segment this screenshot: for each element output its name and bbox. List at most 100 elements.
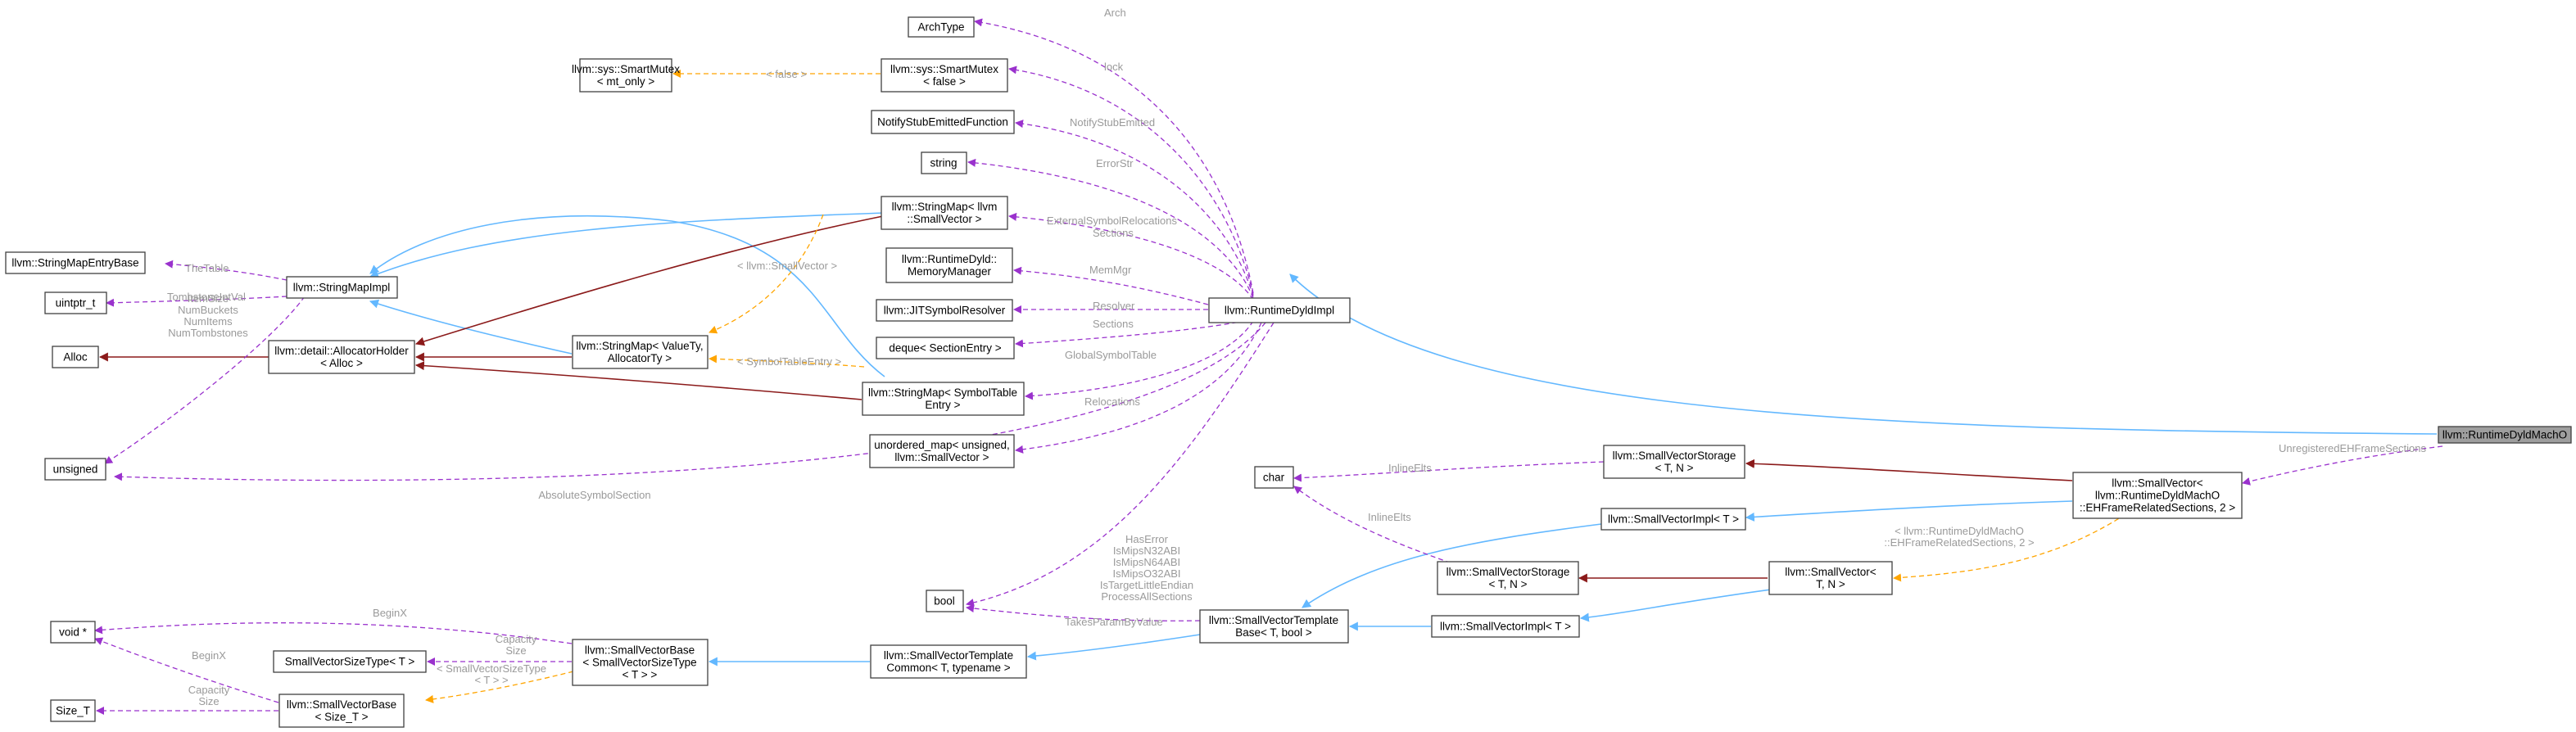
node-smallvectorimpl-mid[interactable]: llvm::SmallVectorImpl< T >	[1431, 615, 1580, 638]
text-line: UnregisteredEHFrameSections	[2279, 442, 2426, 454]
node-label: llvm::StringMap< llvm::SmallVector >	[892, 201, 998, 225]
edge-inherit-smvsmallvec-impl	[369, 212, 885, 278]
text-line: llvm::SmallVectorBase	[287, 698, 396, 711]
edge-inherit-eh-svimpltop	[1745, 500, 2073, 522]
node-jitsymbolresolver[interactable]: llvm::JITSymbolResolver	[876, 299, 1013, 322]
edge-use-haserror	[966, 322, 1274, 607]
node-smartmutex-false[interactable]: llvm::sys::SmartMutex< false >	[881, 58, 1008, 93]
node-char[interactable]: char	[1254, 466, 1294, 489]
text-line: BeginX	[192, 649, 226, 662]
node-smallvectorstorage-mid[interactable]: llvm::SmallVectorStorage< T, N >	[1437, 561, 1579, 595]
text-line: deque< SectionEntry >	[889, 342, 1001, 355]
node-smallvectorbase-sizet[interactable]: llvm::SmallVectorBase< Size_T >	[278, 694, 405, 728]
text-line: < T > >	[622, 669, 658, 681]
node-bool[interactable]: bool	[926, 590, 964, 612]
node-deque-sectionentry[interactable]: deque< SectionEntry >	[876, 337, 1015, 359]
text-line: BeginX	[373, 607, 407, 619]
node-unsigned[interactable]: unsigned	[44, 458, 106, 481]
edge-label-abssym: AbsoluteSymbolSection	[538, 489, 650, 501]
text-line: < T > >	[474, 674, 508, 686]
node-label: llvm::sys::SmartMutex< false >	[890, 63, 998, 88]
text-line: llvm::SmallVectorTemplate	[884, 649, 1013, 662]
edge-label-takesparam: TakesParamByValue	[1065, 616, 1163, 628]
edge-label-tplarg-eh: < llvm::RuntimeDyldMachO::EHFrameRelated…	[1884, 525, 2034, 549]
text-line: < SmallVectorSizeType	[582, 657, 696, 669]
node-smallvectorstorage-top[interactable]: llvm::SmallVectorStorage< T, N >	[1603, 445, 1745, 479]
text-line: Sections	[1093, 227, 1134, 239]
edge-use-errorstr	[967, 158, 1254, 299]
node-stringmap-smallvector[interactable]: llvm::StringMap< llvm::SmallVector >	[881, 196, 1008, 230]
node-notifystub[interactable]: NotifyStubEmittedFunction	[871, 110, 1015, 134]
edge-label-arch: Arch	[1104, 7, 1126, 19]
node-alloc[interactable]: Alloc	[52, 346, 99, 368]
node-allocatorholder[interactable]: llvm::detail::AllocatorHolder< Alloc >	[268, 340, 415, 374]
node-smallvectorimpl-top[interactable]: llvm::SmallVectorImpl< T >	[1600, 508, 1746, 531]
text-line: llvm::SmallVector >	[894, 451, 989, 463]
edge-label-extsymrel: ExternalSymbolRelocations	[1047, 215, 1177, 227]
text-line: Common< T, typename >	[886, 662, 1010, 674]
node-label: llvm::sys::SmartMutex< mt_only >	[572, 63, 680, 88]
text-line: llvm::StringMapEntryBase	[11, 257, 138, 269]
edge-use-takesparam	[966, 604, 1201, 621]
text-line: GlobalSymbolTable	[1065, 349, 1157, 361]
text-line: Size	[505, 644, 526, 657]
node-smallvectorbase-svst[interactable]: llvm::SmallVectorBase< SmallVectorSizeTy…	[572, 639, 709, 686]
node-unordered-map[interactable]: unordered_map< unsigned,llvm::SmallVecto…	[869, 434, 1015, 468]
text-line: ErrorStr	[1096, 157, 1134, 169]
text-line: SmallVectorSizeType< T >	[285, 656, 415, 668]
node-label: llvm::RuntimeDyld::MemoryManager	[902, 253, 997, 278]
edge-use-tombstone	[106, 296, 287, 307]
node-label: llvm::RuntimeDyldImpl	[1225, 305, 1334, 317]
text-line: llvm::SmallVector<	[2112, 477, 2203, 490]
text-line: Arch	[1104, 7, 1126, 19]
node-smallvectorsizetype[interactable]: SmallVectorSizeType< T >	[273, 650, 427, 673]
text-line: llvm::SmallVectorImpl< T >	[1608, 513, 1739, 526]
text-line: ::SmallVector >	[907, 213, 981, 225]
text-line: < SmallVectorSizeType	[437, 662, 546, 675]
node-runtimedyldimpl[interactable]: llvm::RuntimeDyldImpl	[1208, 297, 1351, 323]
edge-use-extsymrel	[1008, 212, 1254, 300]
node-label: llvm::StringMap< ValueTy,AllocatorTy >	[576, 340, 703, 364]
text-line: void *	[59, 626, 88, 639]
edge-labels: Arch lock < false > NotifyStubEmitted Er…	[167, 7, 2426, 707]
edge-use-itemsize	[104, 296, 306, 464]
node-runtimedyldmacho[interactable]: llvm::RuntimeDyldMachO	[2438, 426, 2572, 444]
text-line: < llvm::RuntimeDyldMachO	[1895, 525, 2024, 537]
text-line: ItemSize	[188, 292, 229, 305]
node-label: deque< SectionEntry >	[889, 342, 1001, 355]
edge-red-smsymtab-alloc	[414, 361, 862, 400]
edge-label-tplarg-smallvec: < llvm::SmallVector >	[737, 260, 837, 272]
edges	[94, 18, 2443, 715]
text-line: llvm::detail::AllocatorHolder	[274, 345, 409, 357]
text-line: IsTargetLittleEndian	[1100, 579, 1193, 591]
edge-label-beginx-bot: BeginX	[192, 649, 226, 662]
node-smallvector-tn[interactable]: llvm::SmallVector<T, N >	[1768, 561, 1893, 595]
edge-inherit-smvt-impl	[369, 299, 573, 355]
node-archtype[interactable]: ArchType	[908, 16, 975, 38]
node-string[interactable]: string	[921, 151, 967, 174]
edge-label-tplarg-false: < false >	[766, 68, 807, 80]
node-smallvector-ehframe[interactable]: llvm::SmallVector<llvm::RuntimeDyldMachO…	[2072, 472, 2243, 519]
node-size-t[interactable]: Size_T	[50, 699, 96, 722]
edge-tpl-smallvec	[709, 214, 824, 334]
node-stringmapimpl[interactable]: llvm::StringMapImpl	[286, 276, 398, 299]
node-voidptr[interactable]: void *	[50, 621, 96, 644]
node-memorymanager[interactable]: llvm::RuntimeDyld::MemoryManager	[885, 247, 1013, 283]
text-line: llvm::SmallVectorTemplate	[1209, 614, 1338, 626]
node-uintptr[interactable]: uintptr_t	[44, 291, 107, 314]
node-label: unordered_map< unsigned,llvm::SmallVecto…	[874, 439, 1010, 463]
node-stringmap-valuety[interactable]: llvm::StringMap< ValueTy,AllocatorTy >	[572, 335, 709, 369]
edge-use-inlineelts-mid	[1293, 486, 1467, 569]
edge-use-beginx-bot	[94, 637, 279, 703]
node-stringmapentrybase[interactable]: llvm::StringMapEntryBase	[5, 251, 146, 274]
text-line: < Size_T >	[315, 711, 368, 723]
text-line: IsMipsO32ABI	[1112, 567, 1180, 580]
node-smartmutex-mt[interactable]: llvm::sys::SmartMutex< mt_only >	[572, 58, 680, 93]
text-line: llvm::StringMapImpl	[293, 282, 391, 294]
